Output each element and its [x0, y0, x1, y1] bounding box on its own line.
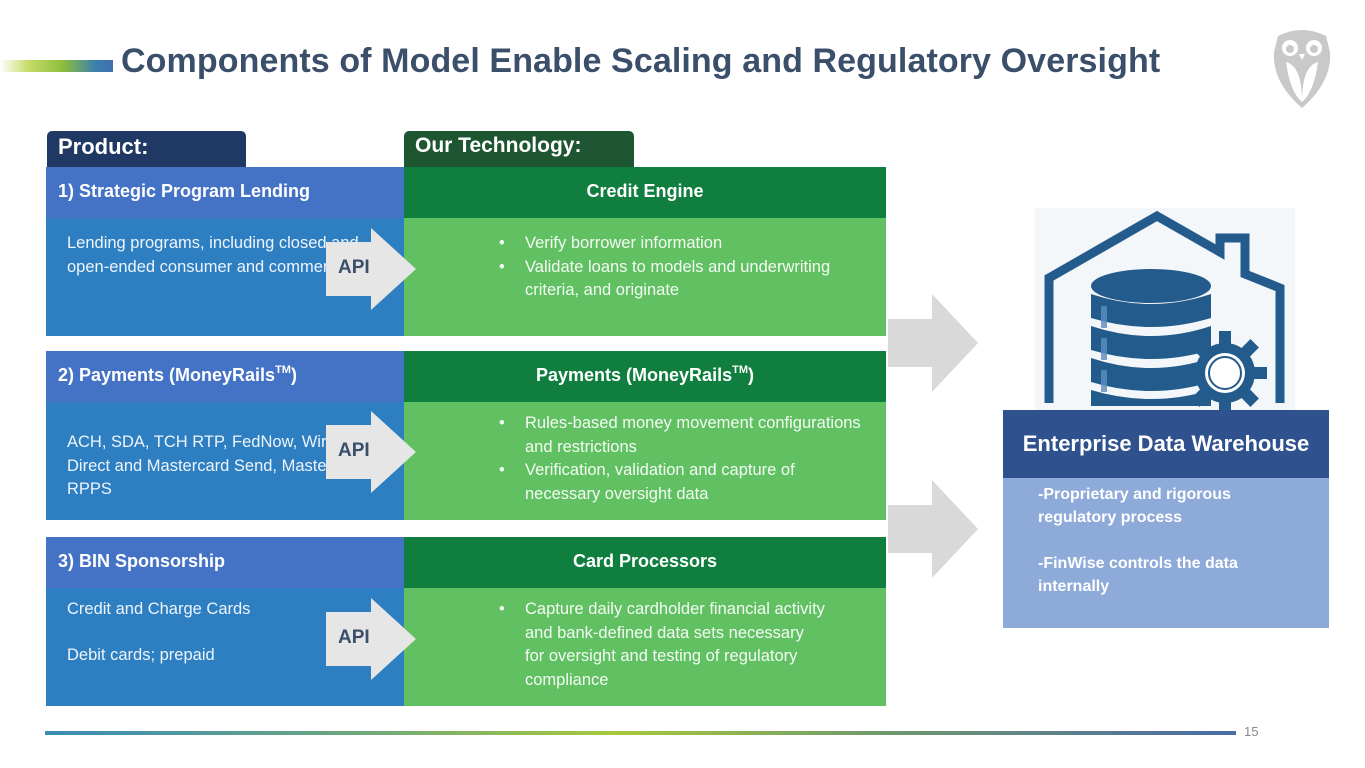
tab-our-technology: Our Technology:	[404, 131, 634, 169]
data-warehouse-icon	[1035, 208, 1295, 413]
product-line: Debit cards; prepaid	[67, 646, 215, 664]
owl-logo-icon	[1273, 30, 1331, 108]
tech-description: Capture daily cardholder financial activ…	[404, 588, 886, 706]
tech-bullet: Verify borrower information	[499, 232, 866, 256]
api-arrow-icon	[326, 411, 416, 493]
tech-bullet: Capture daily cardholder financial activ…	[499, 598, 826, 692]
product-line: Lending programs, including closed and o…	[67, 234, 359, 276]
api-arrow-icon	[326, 228, 416, 310]
product-description: Lending programs, including closed and o…	[46, 218, 405, 336]
api-arrow: API	[326, 411, 418, 493]
product-line: Credit and Charge Cards	[67, 600, 251, 618]
warehouse-point: -Proprietary and rigorous regulatory pro…	[1038, 486, 1231, 526]
product-line: ACH, SDA, TCH RTP, FedNow, Wire, Visa Di…	[67, 433, 377, 498]
page-title: Components of Model Enable Scaling and R…	[121, 42, 1161, 80]
product-title: 1) Strategic Program Lending	[46, 167, 405, 218]
api-arrow-icon	[326, 598, 416, 680]
page-number: 15	[1244, 724, 1259, 739]
api-arrow: API	[326, 228, 418, 310]
tech-bullet: Validate loans to models and underwritin…	[499, 256, 866, 303]
product-title: 2) Payments (MoneyRailsTM)	[46, 351, 405, 402]
tech-title: Credit Engine	[404, 167, 886, 218]
api-label: API	[338, 627, 370, 648]
warehouse-description: -Proprietary and rigorous regulatory pro…	[1003, 478, 1329, 628]
api-label: API	[338, 440, 370, 461]
tech-title: Payments (MoneyRailsTM)	[404, 351, 886, 402]
footer-divider	[45, 731, 1236, 735]
tech-title: Card Processors	[404, 537, 886, 588]
flow-arrow-icon	[888, 480, 978, 578]
warehouse-point: -FinWise controls the data internally	[1038, 555, 1238, 595]
product-title: 3) BIN Sponsorship	[46, 537, 405, 588]
warehouse-title: Enterprise Data Warehouse	[1003, 410, 1329, 478]
flow-arrow-icon	[888, 294, 978, 392]
tab-product: Product:	[47, 131, 246, 169]
api-label: API	[338, 257, 370, 278]
title-accent-bar	[0, 60, 113, 72]
api-arrow: API	[326, 598, 418, 680]
tech-bullet: Verification, validation and capture of …	[499, 459, 866, 506]
tech-description: Verify borrower information Validate loa…	[404, 218, 886, 336]
tech-description: Rules-based money movement configuration…	[404, 402, 886, 520]
tech-bullet: Rules-based money movement configuration…	[499, 412, 866, 459]
